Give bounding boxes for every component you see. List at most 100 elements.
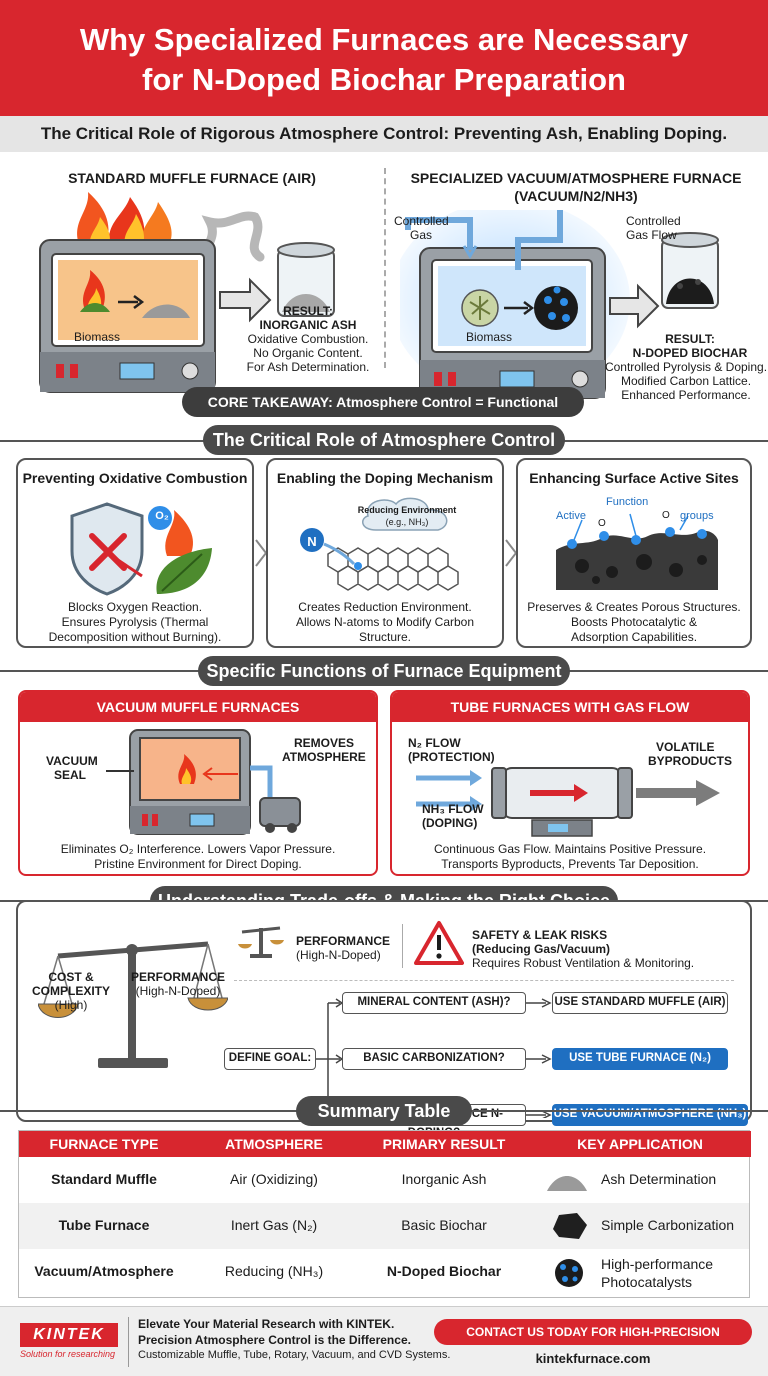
left-title: STANDARD MUFFLE FURNACE (AIR) [68, 170, 316, 186]
card-enabling-doping: Enabling the Doping Mechanism N Reducing… [266, 458, 504, 648]
ash-pile-icon [547, 1176, 587, 1191]
panel-title: VACUUM MUFFLE FURNACES [20, 692, 376, 722]
logo-tagline: Solution for researching [20, 1349, 116, 1359]
gas-label-1b: Gas [410, 228, 433, 242]
footer-line-2: Precision Atmosphere Control is the Diff… [138, 1333, 411, 1347]
card-line-2: Boosts Photocatalytic & [570, 615, 698, 629]
removes-label-1: REMOVES [294, 736, 355, 750]
card-line-3: Decomposition without Burning). [48, 630, 222, 644]
vacuum-line-1: Eliminates O₂ Interference. Lowers Vapor… [60, 842, 336, 856]
left-result-title-1: RESULT: [283, 304, 333, 318]
nh3-flow-label-1: NH₃ FLOW [422, 802, 484, 816]
cost-label-2: COMPLEXITY [31, 984, 110, 998]
tube-furnace-panel: TUBE FURNACES WITH GAS FLOW N₂ FLOW (PRO… [390, 690, 750, 876]
cell-atmosphere: Air (Oxidizing) [230, 1171, 318, 1187]
perf-top-label-1: PERFORMANCE [296, 934, 391, 948]
tradeoffs-panel: COST & COMPLEXITY (High) PERFORMANCE (Hi… [16, 900, 752, 1139]
tag-active: Active [556, 510, 586, 522]
table-header: KEY APPLICATION [529, 1131, 751, 1157]
table-header: PRIMARY RESULT [359, 1131, 529, 1157]
subtitle: The Critical Role of Rigorous Atmosphere… [0, 116, 768, 152]
cell-type: Tube Furnace [58, 1217, 150, 1233]
vacuum-seal-label-1: VACUUM [46, 754, 98, 768]
perf-label-2: (High-N-Doped) [135, 984, 221, 998]
card-line-1: Creates Reduction Environment. [298, 600, 472, 614]
table-row: Standard Muffle Air (Oxidizing) Inorgani… [19, 1157, 749, 1203]
table-row: Vacuum/Atmosphere Reducing (NH₃) N-Doped… [19, 1249, 749, 1297]
oxygen-label: O [598, 518, 606, 529]
vacuum-furnace-panel: VACUUM MUFFLE FURNACES VACUUM SEAL REMOV… [18, 690, 378, 876]
define-goal-box: DEFINE GOAL: [224, 1048, 316, 1070]
gas-label-2a: Controlled [626, 214, 681, 228]
role-heading: The Critical Role of Atmosphere Control [203, 425, 565, 455]
right-result-title-1: RESULT: [665, 332, 715, 346]
muffle-furnace-icon [39, 192, 335, 393]
card-preventing-combustion: Preventing Oxidative Combustion O₂ Block… [16, 458, 254, 648]
cell-type: Standard Muffle [51, 1171, 157, 1187]
option-answer: USE VACUUM/ATMOSPHERE (NH₃) [552, 1104, 748, 1126]
option-answer: USE TUBE FURNACE (N₂) [552, 1048, 728, 1070]
option-question: BASIC CARBONIZATION? [342, 1048, 526, 1070]
right-title-2: (VACUUM/N2/NH3) [514, 188, 638, 204]
card-line-1: Blocks Oxygen Reaction. [67, 600, 203, 614]
cell-result: Basic Biochar [401, 1217, 487, 1233]
gas-label-1a: Controlled [394, 214, 449, 228]
n2-flow-label-1: N₂ FLOW [408, 736, 461, 750]
functions-heading: Specific Functions of Furnace Equipment [198, 656, 570, 686]
gas-label-2b: Gas Flow [626, 228, 677, 242]
title-line-2: for N-Doped Biochar Preparation [142, 62, 626, 97]
catalyst-sphere-icon [555, 1259, 583, 1287]
left-biomass-label: Biomass [74, 330, 121, 344]
table-header: FURNACE TYPE [19, 1131, 189, 1157]
left-result-line-2: No Organic Content. [253, 346, 363, 360]
safety-label-1: SAFETY & LEAK RISKS [472, 928, 608, 942]
cell-application: Ash Determination [601, 1171, 717, 1187]
left-result-line-3: For Ash Determination. [246, 360, 370, 374]
oxygen-label: O [662, 510, 670, 521]
footer-line-1: Elevate Your Material Research with KINT… [138, 1317, 395, 1331]
cell-atmosphere: Reducing (NH₃) [224, 1263, 324, 1279]
right-result-line-1: Controlled Pyrolysis & Doping. [604, 360, 768, 374]
shield-blocked-icon [70, 502, 212, 596]
cloud-label-2: (e.g., NH₃) [385, 517, 429, 527]
vacuum-line-2: Pristine Environment for Direct Doping. [94, 857, 302, 871]
panel-title: TUBE FURNACES WITH GAS FLOW [392, 692, 748, 722]
right-result-title-2: N-DOPED BIOCHAR [632, 346, 748, 360]
nh3-flow-label-2: (DOPING) [422, 816, 478, 830]
o2-bubble: O₂ [155, 510, 169, 522]
divider [128, 1317, 129, 1367]
small-scale-icon [238, 926, 284, 958]
divider [402, 924, 403, 968]
tube-line-1: Continuous Gas Flow. Maintains Positive … [433, 842, 707, 856]
contact-cta-button[interactable]: CONTACT US TODAY FOR HIGH-PRECISION FURN… [434, 1319, 752, 1365]
volatile-label-2: BYPRODUCTS [648, 754, 733, 768]
card-line-2: Allows N-atoms to Modify Carbon [295, 615, 475, 629]
comparison-divider [384, 168, 386, 368]
volatile-label-1: VOLATILE [656, 740, 715, 754]
left-result-line-1: Oxidative Combustion. [247, 332, 369, 346]
cell-application: Simple Carbonization [601, 1217, 735, 1233]
footer-line-3: Customizable Muffle, Tube, Rotary, Vacuu… [138, 1349, 451, 1361]
right-biomass-label: Biomass [466, 330, 513, 344]
table-row: Tube Furnace Inert Gas (N₂) Basic Biocha… [19, 1203, 749, 1249]
balance-scale-icon [38, 941, 228, 1068]
safety-label-3: Requires Robust Ventilation & Monitoring… [472, 956, 695, 970]
tag-groups: groups [680, 510, 714, 522]
safety-label-2: (Reducing Gas/Vacuum) [472, 942, 611, 956]
title-line-1: Why Specialized Furnaces are Necessary [79, 22, 689, 57]
vacuum-seal-label-2: SEAL [54, 768, 87, 782]
perf-top-label-2: (High-N-Doped) [296, 948, 381, 962]
tube-line-2: Transports Byproducts, Prevents Tar Depo… [441, 857, 699, 871]
right-title-1: SPECIALIZED VACUUM/ATMOSPHERE FURNACE [410, 170, 742, 186]
website-link[interactable]: kintekfurnace.com [535, 1351, 651, 1366]
kintek-logo[interactable]: KINTEK [20, 1323, 118, 1347]
cell-result: Inorganic Ash [401, 1171, 487, 1187]
warning-icon [414, 921, 464, 965]
card-title: Enabling the Doping Mechanism [276, 470, 494, 486]
comparison-section: STANDARD MUFFLE FURNACE (AIR) SPECIALIZE… [0, 152, 768, 442]
cost-label-3: (High) [54, 998, 88, 1012]
leader-line [106, 770, 134, 772]
removes-label-2: ATMOSPHERE [282, 750, 366, 764]
card-line-3: Adsorption Capabilities. [570, 630, 698, 644]
summary-heading: Summary Table [296, 1096, 472, 1126]
